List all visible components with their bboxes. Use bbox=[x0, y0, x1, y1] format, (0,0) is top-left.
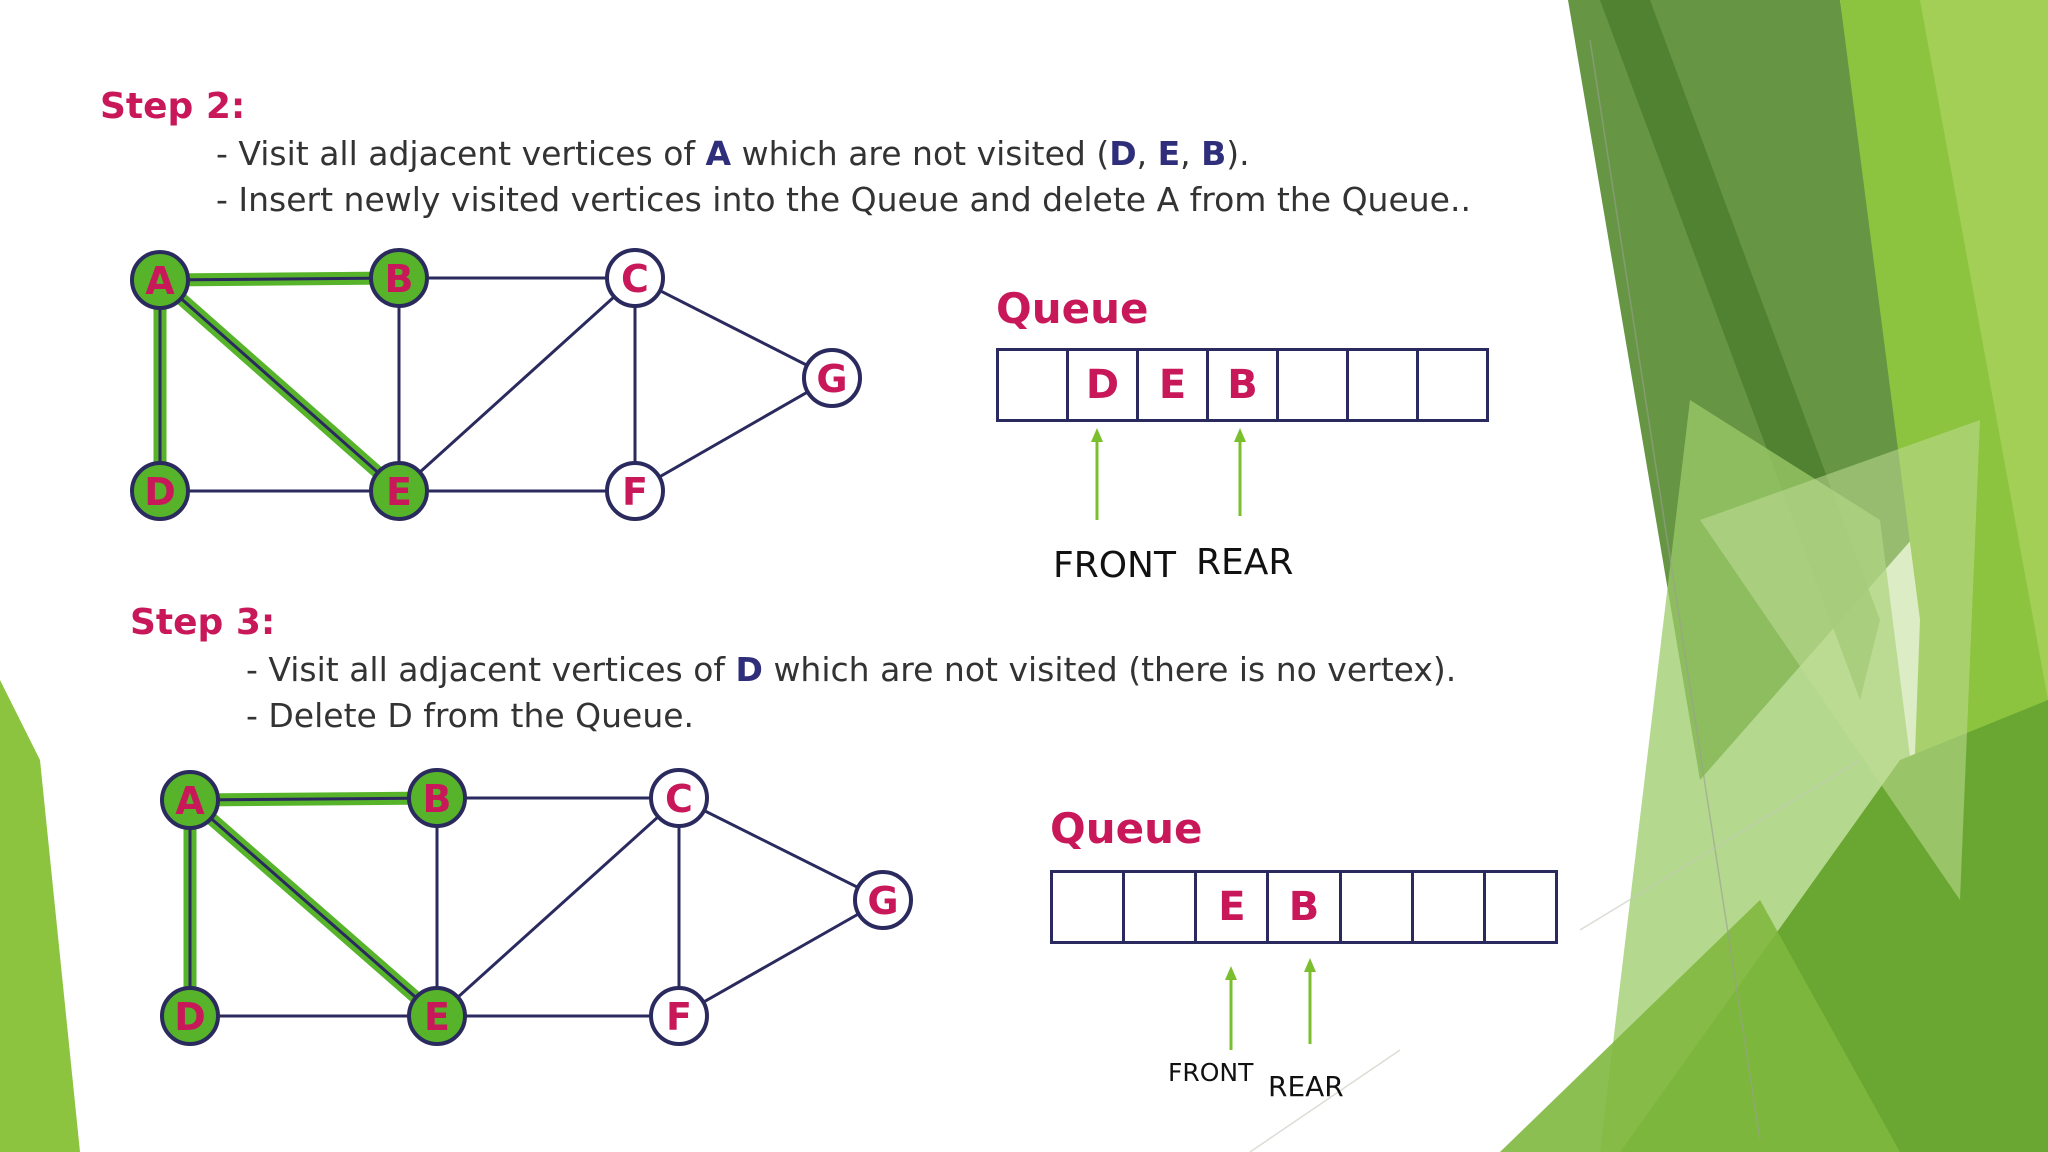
vertex-circle bbox=[160, 770, 220, 830]
step3-front-label: FRONT bbox=[1168, 1058, 1254, 1087]
vertex-label: E bbox=[424, 995, 450, 1039]
queue-cell bbox=[1125, 873, 1198, 941]
vertex-circle bbox=[369, 461, 429, 521]
queue-cell: D bbox=[1069, 351, 1139, 419]
rear-arrow-head bbox=[1234, 428, 1246, 442]
step3-line2: - Delete D from the Queue. bbox=[246, 696, 695, 735]
vertex-A: A bbox=[130, 250, 190, 310]
vertex-circle bbox=[407, 986, 467, 1046]
vertex-D: D bbox=[160, 986, 220, 1046]
vertex-D: D bbox=[130, 461, 190, 521]
vertex-B: B bbox=[369, 248, 429, 308]
vertex-label: B bbox=[423, 777, 452, 821]
edge-AB bbox=[189, 796, 438, 802]
step2-line2: - Insert newly visited vertices into the… bbox=[216, 180, 1471, 219]
vertex-circle bbox=[649, 768, 709, 828]
queue-cell bbox=[1053, 873, 1126, 941]
edge-CG bbox=[678, 796, 884, 902]
queue-cell: B bbox=[1209, 351, 1279, 419]
edge-CE bbox=[397, 276, 637, 493]
vertex-label: F bbox=[622, 470, 648, 514]
vertex-label: D bbox=[174, 995, 206, 1039]
vertex-label: C bbox=[665, 777, 693, 821]
rear-arrow-head bbox=[1304, 958, 1316, 972]
vertex-circle bbox=[130, 250, 190, 310]
vertex-label: F bbox=[666, 995, 692, 1039]
queue-cell: E bbox=[1197, 873, 1270, 941]
vertex-A: A bbox=[160, 770, 220, 830]
step3-rear-label: REAR bbox=[1268, 1070, 1344, 1103]
step2-rear-label: REAR bbox=[1196, 542, 1294, 583]
vertex-circle bbox=[369, 248, 429, 308]
vertex-circle bbox=[802, 348, 862, 408]
edge-AE bbox=[159, 278, 400, 493]
vertex-F: F bbox=[605, 461, 665, 521]
vertex-label: G bbox=[816, 357, 847, 401]
step2-title: Step 2: bbox=[100, 86, 246, 127]
step2-front-label: FRONT bbox=[1053, 545, 1176, 586]
step3-title: Step 3: bbox=[130, 602, 276, 643]
edge-AE bbox=[189, 798, 438, 1018]
vertex-label: A bbox=[175, 779, 205, 823]
vertex-circle bbox=[853, 870, 913, 930]
step2-line1: - Visit all adjacent vertices of A which… bbox=[216, 134, 1250, 173]
vertex-circle bbox=[605, 461, 665, 521]
vertex-E: E bbox=[407, 986, 467, 1046]
edge-FG bbox=[678, 898, 884, 1018]
step3-line1: - Visit all adjacent vertices of D which… bbox=[246, 650, 1457, 689]
edge-AB bbox=[159, 276, 400, 282]
vertex-circle bbox=[407, 768, 467, 828]
queue-cell bbox=[999, 351, 1069, 419]
vertex-label: D bbox=[144, 470, 176, 514]
vertex-label: C bbox=[621, 257, 649, 301]
vertex-C: C bbox=[649, 768, 709, 828]
vertex-label: E bbox=[386, 470, 412, 514]
queue-cell: E bbox=[1139, 351, 1209, 419]
vertex-circle bbox=[130, 461, 190, 521]
vertex-circle bbox=[605, 248, 665, 308]
vertex-circle bbox=[160, 986, 220, 1046]
edge-CG bbox=[634, 276, 833, 380]
edge-FG bbox=[634, 376, 833, 493]
vertex-E: E bbox=[369, 461, 429, 521]
vertex-G: G bbox=[802, 348, 862, 408]
vertex-label: B bbox=[385, 257, 414, 301]
queue-cell bbox=[1414, 873, 1486, 941]
step3-queue-label: Queue bbox=[1050, 804, 1203, 853]
queue-cell bbox=[1279, 351, 1349, 419]
vertex-G: G bbox=[853, 870, 913, 930]
vertex-label: A bbox=[145, 259, 175, 303]
vertex-label: G bbox=[867, 879, 898, 923]
edge-CE bbox=[435, 796, 681, 1018]
step2-queue-label: Queue bbox=[996, 284, 1149, 333]
queue-cell bbox=[1349, 351, 1419, 419]
vertex-F: F bbox=[649, 986, 709, 1046]
front-arrow-head bbox=[1091, 428, 1103, 442]
vertex-C: C bbox=[605, 248, 665, 308]
queue-cell bbox=[1342, 873, 1414, 941]
front-arrow-head bbox=[1225, 966, 1237, 980]
vertex-circle bbox=[649, 986, 709, 1046]
queue-cell: B bbox=[1269, 873, 1342, 941]
vertex-B: B bbox=[407, 768, 467, 828]
